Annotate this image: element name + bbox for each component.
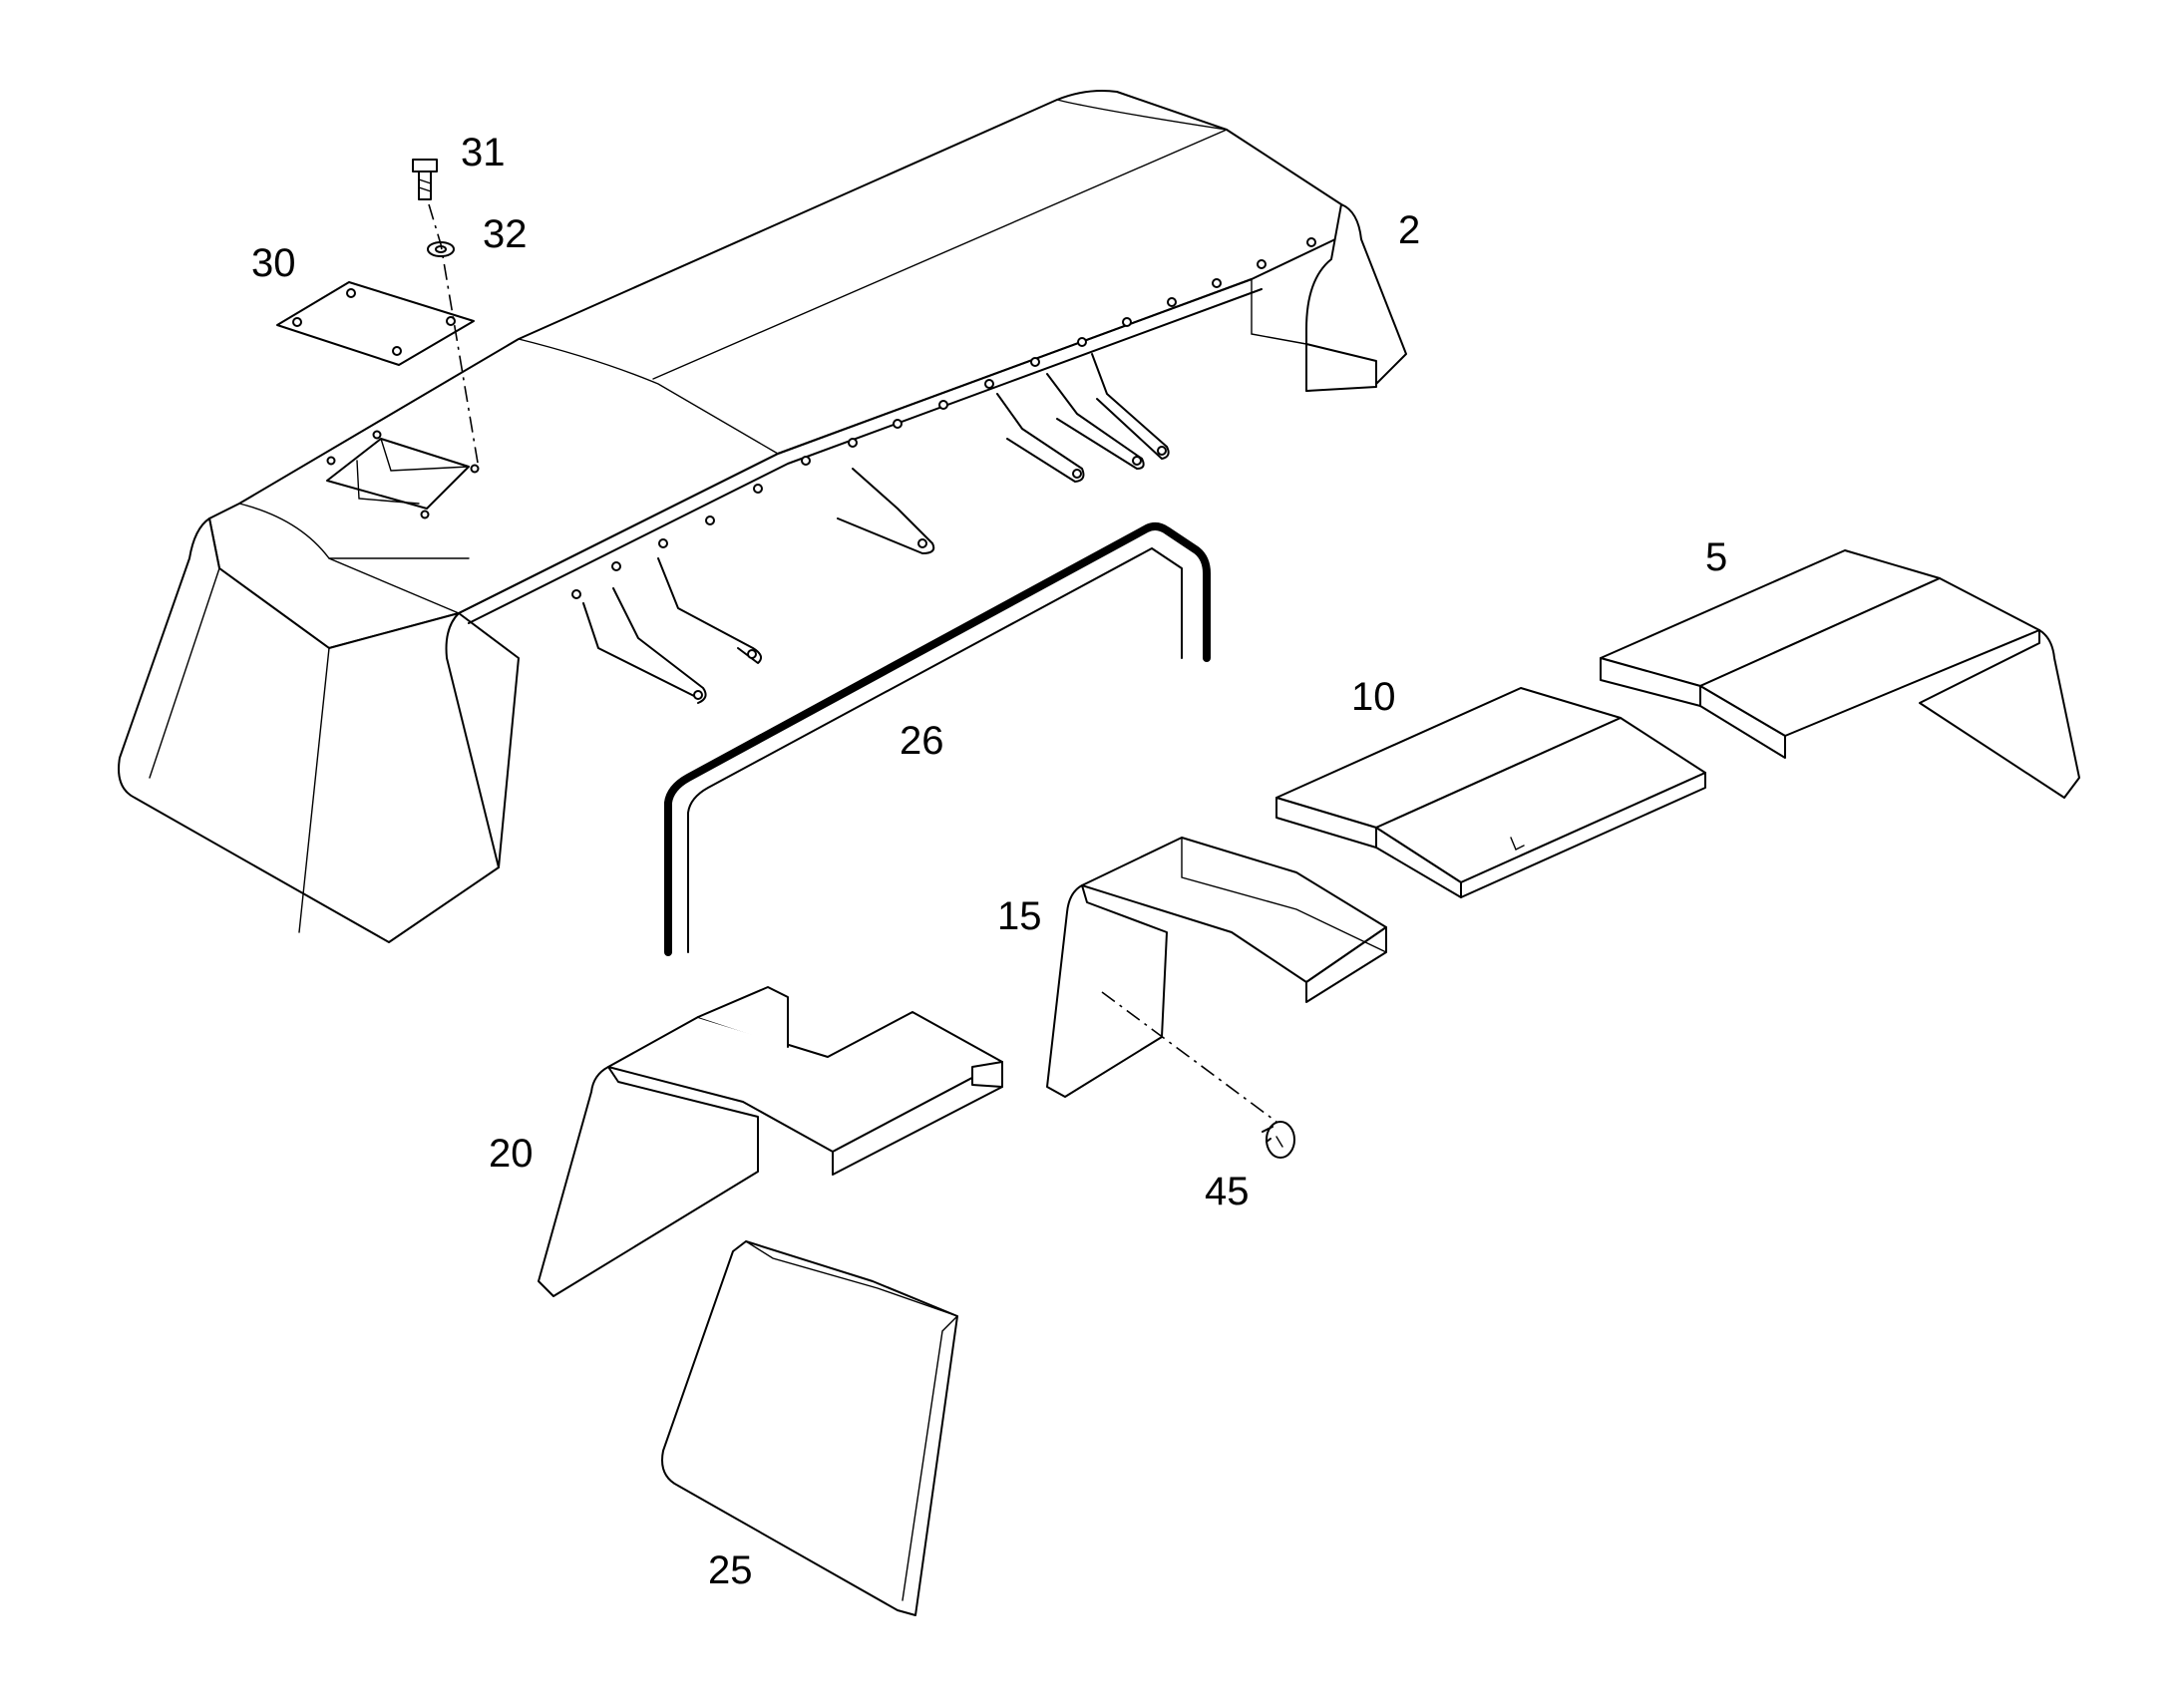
callout-45: 45 (1205, 1170, 1250, 1213)
callout-15: 15 (997, 894, 1042, 938)
callout-10: 10 (1351, 675, 1396, 719)
part-26-seal-strip (664, 521, 1211, 956)
part-45-push-fastener (1262, 1121, 1295, 1159)
part-10-flat-panel (1275, 687, 1706, 898)
part-31-bolt (412, 159, 438, 200)
callout-2: 2 (1398, 208, 1420, 252)
callout-30: 30 (251, 241, 296, 285)
part-20-fender-section (538, 986, 1003, 1297)
callout-25: 25 (708, 1548, 753, 1592)
part-2-main-hood (118, 90, 1407, 943)
skirt-bolt-holes (571, 237, 1316, 599)
callout-31: 31 (461, 131, 506, 174)
inspection-opening (326, 430, 480, 519)
fastener-centerline (1101, 991, 1277, 1123)
callout-32: 32 (483, 212, 528, 256)
part-5-fender-segment (1600, 549, 2080, 799)
part-30-cover-plate (276, 281, 475, 366)
callout-26: 26 (900, 719, 944, 763)
mounting-brackets (582, 353, 1170, 704)
callout-5: 5 (1705, 535, 1727, 579)
callout-20: 20 (489, 1132, 534, 1176)
part-15-fender-section (1046, 837, 1387, 1098)
part-25-mud-flap (661, 1240, 958, 1616)
bolt-centerline (428, 203, 480, 470)
